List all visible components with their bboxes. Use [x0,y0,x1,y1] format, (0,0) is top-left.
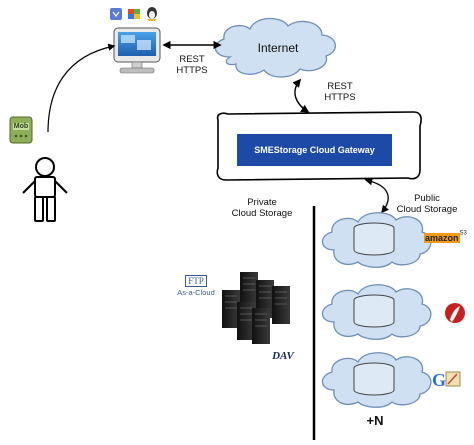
public-storage-label: Public Cloud Storage [384,193,470,216]
internet-cloud [214,17,336,78]
ftp-logo: FTP As-a-Cloud [176,271,216,298]
amazon-s3-logo: amazonS3 [424,228,470,246]
person-icon [22,157,68,222]
gateway-label: SMEStorage Cloud Gateway [254,145,375,155]
plus-n-label: +N [366,413,384,428]
connector-gateway-public [364,177,389,214]
database-icon [353,222,395,256]
red-provider-logo [445,303,465,323]
rest-right-text: REST [327,81,353,92]
computer-icon [113,27,161,74]
database-icon [353,362,395,396]
amazon-text: amazon [424,233,460,243]
connector-internet-gateway [292,78,310,113]
https-left-text: HTTPS [176,64,208,76]
database-icon [353,294,395,328]
as-a-cloud-text: As-a-Cloud [177,288,215,298]
private-text: Private [247,197,277,208]
rest-https-left-label: REST HTTPS [164,54,220,77]
dav-logo: DAV [272,350,294,362]
google-logo: G [432,370,461,390]
mobile-phone-icon [9,116,33,144]
private-cloud-storage-text: Cloud Storage [231,207,293,219]
public-cloud-storage-text: Cloud Storage [396,203,458,215]
public-cloud-1 [321,212,432,268]
public-cloud-3 [321,352,432,408]
os-icons [110,7,157,21]
server-rack-icon [222,272,290,344]
https-right-text: HTTPS [324,91,356,103]
private-storage-label: Private Cloud Storage [220,197,304,220]
s3-text: S3 [459,230,467,237]
public-text: Public [414,193,440,204]
connector-person-computer [47,43,116,133]
mob-label: Mob [13,123,29,130]
rest-left-text: REST [179,54,205,65]
ftp-text: FTP [185,275,207,288]
rest-https-right-label: REST HTTPS [316,81,364,104]
internet-label: Internet [257,41,299,55]
svg-text:G: G [432,370,446,390]
gateway-box [216,111,422,181]
public-cloud-2 [321,284,432,340]
